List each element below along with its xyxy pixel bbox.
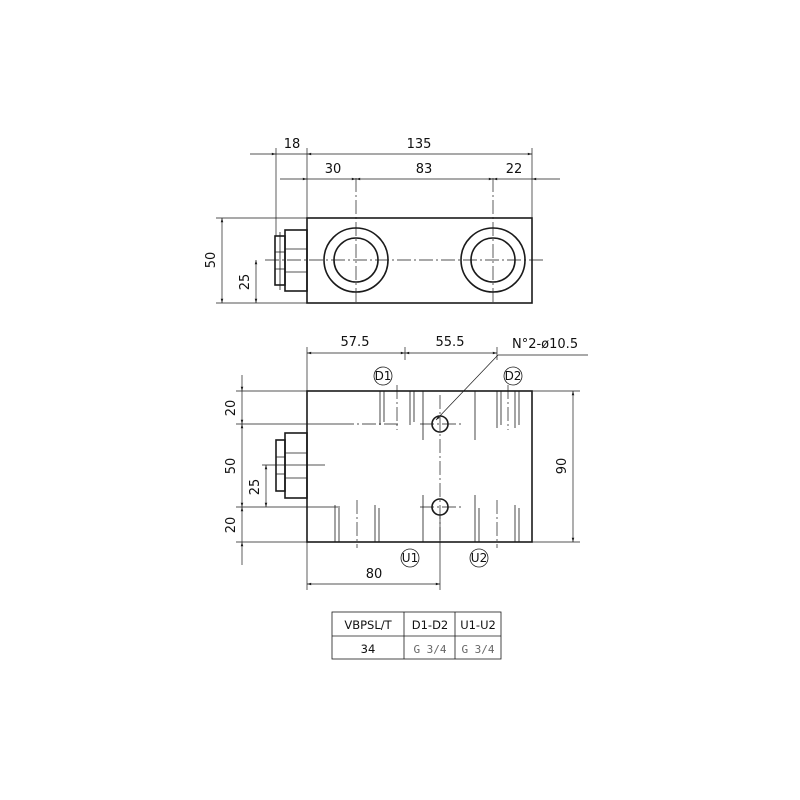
port-u2: U2 bbox=[469, 548, 489, 568]
dim-83-label: 83 bbox=[416, 162, 433, 177]
dim-55-5-label: 55.5 bbox=[436, 335, 465, 350]
table-header-d1-d2: D1-D2 bbox=[412, 618, 449, 632]
dim-25-label-top: 25 bbox=[238, 274, 253, 291]
dim-135-label: 135 bbox=[407, 137, 432, 152]
dim-20-bottom-label: 20 bbox=[224, 517, 239, 534]
table-header-model: VBPSL/T bbox=[344, 618, 392, 632]
port-u1-label: U1 bbox=[402, 551, 418, 565]
top-view-body bbox=[306, 217, 533, 304]
front-view-nut bbox=[275, 432, 325, 499]
front-view: N°2-ø10.5 57.5 55.5 D1 D2 U1 U2 bbox=[224, 335, 588, 590]
port-u1: U1 bbox=[400, 548, 420, 568]
dim-22-label: 22 bbox=[506, 162, 523, 177]
dim-90-label: 90 bbox=[555, 458, 570, 475]
port-u2-label: U2 bbox=[471, 551, 487, 565]
port-d1: D1 bbox=[373, 366, 393, 386]
top-view: 135 18 30 83 22 50 25 bbox=[204, 137, 560, 305]
dim-80-label: 80 bbox=[366, 567, 383, 582]
port-d2-label: D2 bbox=[505, 369, 522, 383]
table-header-u1-u2: U1-U2 bbox=[460, 618, 496, 632]
table-cell-d1-d2: G 3/4 bbox=[413, 643, 446, 656]
front-view-body bbox=[306, 390, 533, 543]
holes-note: N°2-ø10.5 bbox=[512, 337, 578, 352]
dim-25-front-label: 25 bbox=[248, 479, 263, 496]
spec-table: VBPSL/T D1-D2 U1-U2 34 G 3/4 G 3/4 bbox=[331, 611, 502, 660]
bore-u2 bbox=[474, 495, 520, 542]
top-view-nut bbox=[274, 229, 308, 292]
dim-50-front-label: 50 bbox=[224, 458, 239, 475]
bore-d2 bbox=[474, 391, 520, 440]
bore-d1 bbox=[379, 391, 424, 440]
port-d2: D2 bbox=[503, 366, 523, 386]
bore-u1 bbox=[334, 495, 424, 542]
dim-50-label-top: 50 bbox=[204, 252, 219, 269]
dim-18-label: 18 bbox=[284, 137, 301, 152]
table-cell-model: 34 bbox=[361, 642, 376, 656]
dim-20-top-label: 20 bbox=[224, 400, 239, 417]
table-cell-u1-u2: G 3/4 bbox=[461, 643, 494, 656]
dim-57-5-label: 57.5 bbox=[341, 335, 370, 350]
port-d1-label: D1 bbox=[375, 369, 392, 383]
dim-30-label: 30 bbox=[325, 162, 342, 177]
